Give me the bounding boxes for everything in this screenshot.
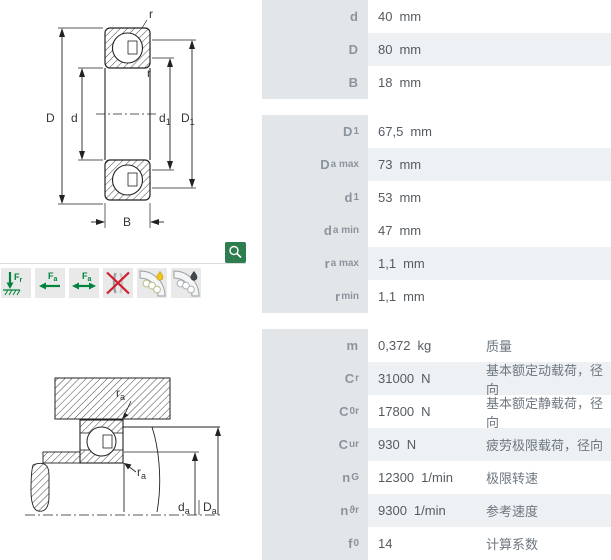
bearing-drawing-box: r r D d d1 [0, 0, 246, 264]
spec-row-description: 参考速度 [486, 504, 539, 519]
label-dim-D: D [46, 111, 55, 125]
spec-row-label: B [262, 66, 368, 99]
bearing-feature-icons: Fr Fa Fa [1, 268, 201, 298]
spec-row-description: 极限转速 [486, 471, 539, 486]
drawing-panel: r r D d d1 [0, 0, 262, 549]
spec-row-label: d [262, 0, 368, 33]
bearing-cross-section-drawing: r r D d d1 [46, 7, 196, 229]
spec-row-value: 14 [378, 536, 393, 551]
label-r-bottom: r [147, 66, 151, 80]
spec-row-label: D [262, 33, 368, 66]
grease-lubrication-icon [137, 268, 167, 298]
label-dim-B: B [123, 215, 131, 229]
label-da: da [178, 500, 190, 516]
label-dim-D1: D1 [181, 111, 195, 127]
spec-row-description: 疲劳极限载荷，径向 [486, 438, 604, 453]
label-Da: Da [203, 500, 217, 516]
spec-row-description: 质量 [486, 339, 513, 354]
svg-text:Fa: Fa [82, 271, 92, 283]
spec-row-description: 基本额定动载荷，径向 [486, 362, 604, 397]
axial-load-both-directions-icon: Fa [69, 268, 99, 298]
label-ra-top: ra [116, 386, 125, 402]
mounting-dimensions-drawing: ra ra da Da [25, 377, 222, 516]
label-r-top: r [149, 7, 153, 21]
label-dim-d: d [71, 111, 78, 125]
spec-row-description: 计算系数 [486, 537, 539, 552]
no-misalignment-icon [103, 268, 133, 298]
spec-row-label: m [262, 329, 368, 362]
magnifier-icon [229, 245, 242, 259]
radial-load-icon: Fr [1, 268, 31, 298]
label-dim-d1: d1 [159, 111, 171, 127]
oil-lubrication-icon [171, 268, 201, 298]
zoom-image-button[interactable] [225, 242, 246, 263]
spec-row-description: 基本额定静载荷，径向 [486, 395, 604, 430]
svg-text:Fa: Fa [48, 271, 58, 283]
axial-load-one-direction-icon: Fa [35, 268, 65, 298]
svg-text:Fr: Fr [14, 272, 23, 284]
label-ra-bottom: ra [137, 465, 146, 481]
